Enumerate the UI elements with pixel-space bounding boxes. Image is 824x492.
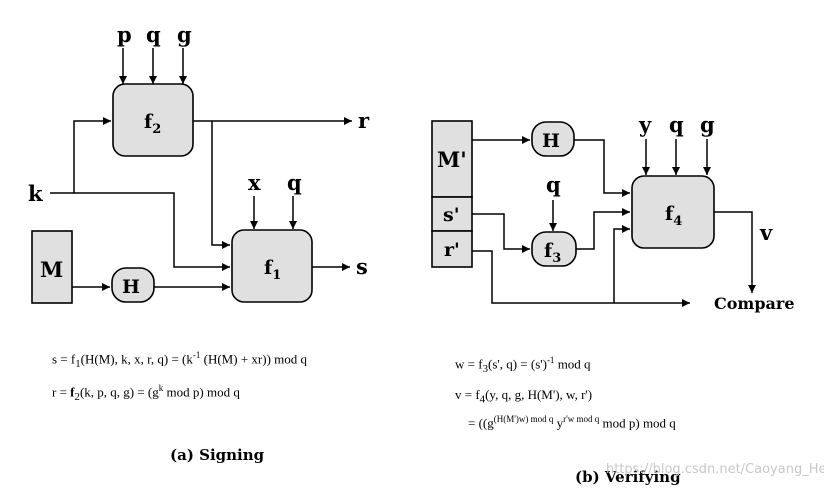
caption-signing: (a) Signing (170, 446, 265, 464)
input-p-label: p (117, 22, 132, 47)
signature-r-prime-block (431, 230, 473, 268)
f2-block (112, 83, 194, 157)
input-g-label: g (177, 22, 192, 47)
message-M-prime-label: M' (437, 147, 467, 172)
message-M-block (31, 230, 73, 304)
arrow-r-prime-f4 (613, 225, 630, 303)
compare-label: Compare (714, 294, 795, 313)
signature-r-prime-label: r' (444, 239, 460, 261)
caption-verifying: (b) Verifying (575, 468, 681, 486)
formula-s: s = f1(H(M), k, x, r, q) = (k-1 (H(M) + … (52, 350, 308, 370)
input-g-f4-label: g (700, 112, 715, 137)
hash-H-block-signing (111, 267, 155, 303)
watermark-text: https://blog.csdn.net/Caoyang_He (606, 462, 824, 477)
f3-label: f3 (544, 240, 561, 266)
output-r-label: r (358, 108, 370, 133)
formula-v: v = f4(y, q, g, H(M'), w, r') (455, 387, 593, 406)
input-q-f4-label: q (669, 112, 684, 137)
input-y-label: y (638, 112, 652, 137)
input-q-f1-label: q (287, 170, 302, 195)
arrow-f3-f4 (576, 208, 630, 250)
arrow-v-compare (714, 211, 756, 293)
arrow-k-f1 (74, 192, 230, 271)
input-k-label: k (28, 181, 43, 206)
arrow-r-f1 (211, 121, 230, 249)
hash-H-block-verifying (531, 121, 575, 157)
output-s-label: s (356, 254, 368, 279)
f1-label: f1 (264, 257, 281, 283)
arrow-k-f2 (50, 117, 111, 194)
output-v-label: v (759, 220, 773, 245)
input-q-f3-label: q (546, 172, 561, 197)
f1-block (231, 229, 313, 303)
hash-H-label-verifying: H (542, 130, 560, 152)
arrow-s-prime-f3 (472, 213, 530, 253)
formula-v-expanded: = ((g(H(M')w) mod q yr'w mod q mod p) mo… (468, 414, 676, 431)
arrow-H-f4 (574, 139, 630, 197)
signature-s-prime-label: s' (443, 204, 460, 226)
message-M-label: M (40, 257, 63, 282)
arrow-r-prime-compare (472, 250, 690, 307)
input-q-label: q (146, 22, 161, 47)
f2-label: f2 (144, 111, 161, 137)
signature-s-prime-block (431, 196, 473, 232)
f4-label: f4 (665, 203, 682, 229)
hash-H-label-signing: H (122, 276, 140, 298)
formula-r: r = f2(k, p, q, g) = (gk mod p) mod q (52, 383, 240, 403)
input-x-label: x (248, 170, 261, 195)
formula-w: w = f3(s', q) = (s')-1 mod q (455, 355, 591, 375)
